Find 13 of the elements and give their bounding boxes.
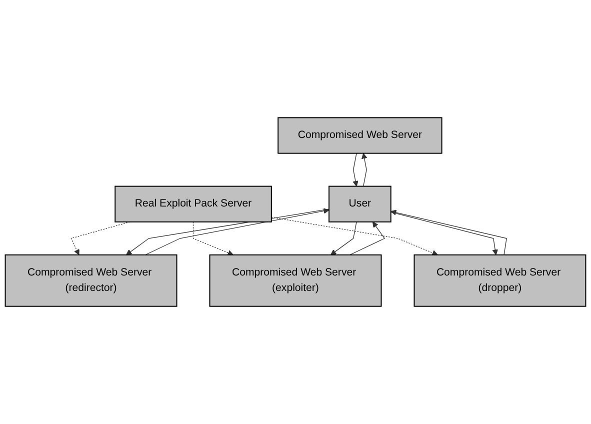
arrow: [330, 222, 357, 256]
arrow: [271, 216, 438, 256]
node-box: Compromised Web Server (exploiter): [209, 254, 382, 307]
arrow: [349, 222, 386, 256]
arrow: [352, 152, 358, 187]
arrow: [192, 222, 234, 256]
node-box: Compromised Web Server (dropper): [414, 254, 586, 307]
node-box: Compromised Web Server: [278, 117, 442, 154]
arrow: [70, 222, 130, 256]
arrow: [362, 153, 368, 187]
node-box: Real Exploit Pack Server: [114, 186, 272, 222]
node-box: Compromised Web Server (redirector): [4, 254, 178, 307]
node-box: User: [328, 186, 392, 222]
